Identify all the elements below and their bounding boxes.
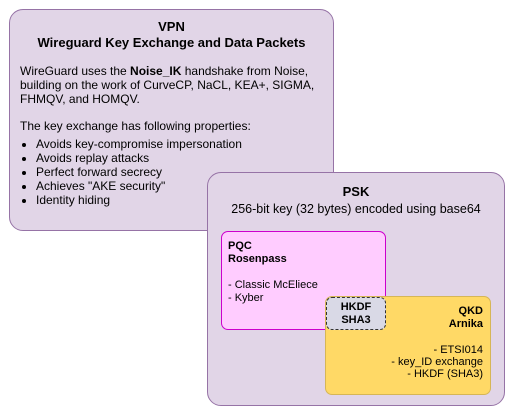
vpn-title-line1: VPN [158,19,185,34]
pqc-items: - Classic McEliece - Kyber [228,279,379,305]
vpn-intro-bold: Noise_IK [130,64,182,78]
pqc-title-line2: Rosenpass [228,253,287,265]
pqc-title-line1: PQC [228,240,252,252]
vpn-box: VPN Wireguard Key Exchange and Data Pack… [9,9,334,231]
vpn-property-item: Avoids key-compromise impersonation [36,137,333,151]
psk-subtitle: 256-bit key (32 bytes) encoded using bas… [231,202,481,216]
hkdf-line2: SHA3 [341,314,371,326]
qkd-title-line2: Arnika [448,318,483,330]
vpn-title-line2: Wireguard Key Exchange and Data Packets [37,35,306,50]
qkd-items: - ETSI014 - key_ID exchange - HKDF (SHA3… [333,344,483,380]
qkd-item: - ETSI014 [433,344,483,356]
vpn-property-item: Perfect forward secrecy [36,165,333,179]
vpn-property-item: Avoids replay attacks [36,151,333,165]
vpn-property-item: Identity hiding [36,193,333,207]
pqc-item: - Kyber [228,292,264,304]
psk-title: PSK [342,184,370,199]
hkdf-box: HKDF SHA3 [326,297,386,330]
vpn-property-item: Achieves "AKE security" [36,179,333,193]
vpn-intro: WireGuard uses the Noise_IK handshake fr… [20,64,320,106]
vpn-intro-suffix: handshake from Noise, building on the wo… [20,64,315,106]
hkdf-line1: HKDF [340,301,372,313]
qkd-item: - HKDF (SHA3) [407,368,483,380]
vpn-title: VPN Wireguard Key Exchange and Data Pack… [10,19,333,51]
qkd-item: - key_ID exchange [391,356,483,368]
qkd-title: QKD Arnika [333,305,483,331]
pqc-item: - Classic McEliece [228,279,318,291]
pqc-title: PQC Rosenpass [228,240,379,266]
vpn-properties-intro: The key exchange has following propertie… [20,119,251,133]
vpn-intro-prefix: WireGuard uses the [20,64,131,78]
qkd-title-line1: QKD [458,305,483,317]
vpn-properties-list: Avoids key-compromise impersonation Avoi… [10,137,333,207]
